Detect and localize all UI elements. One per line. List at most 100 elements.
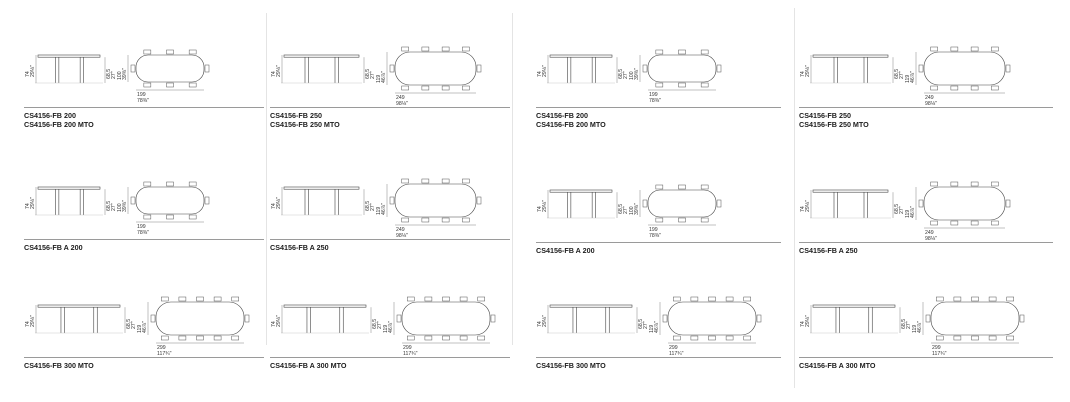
chair-icon [204, 64, 210, 73]
chair-icon [678, 82, 686, 88]
chair-icon [161, 335, 169, 341]
depth-value: 119 [376, 75, 382, 83]
depth-value: 119 [905, 75, 911, 83]
length-value: 299 [403, 345, 412, 351]
table-top-outline [135, 186, 205, 215]
table-top-outline [667, 301, 757, 336]
height-value: 74 [25, 71, 31, 77]
length-value: 299 [669, 345, 678, 351]
model-code-line: CS4156-FB A 200 [24, 243, 83, 252]
knee-height-inch-value: 27" [906, 321, 912, 329]
chair-icon [673, 335, 681, 341]
chair-icon [708, 296, 716, 302]
row-separator [799, 357, 1053, 358]
chair-icon [930, 85, 938, 91]
chair-icon [1005, 199, 1011, 208]
knee-height-inch-value: 27" [623, 71, 629, 79]
length-value: 199 [137, 92, 146, 98]
chair-icon [178, 296, 187, 302]
model-code-line: CS4156-FB A 200 [536, 246, 595, 255]
chair-icon [936, 335, 944, 341]
model-code: CS4156-FB A 200 [24, 243, 83, 253]
depth-inch-value: 39⅜" [634, 68, 640, 80]
knee-height-inch-value: 27" [131, 321, 137, 329]
length-value: 249 [396, 227, 405, 233]
table-top-outline [647, 54, 717, 83]
height-value: 74 [25, 321, 31, 327]
chair-icon [930, 220, 938, 226]
depth-value: 119 [905, 210, 911, 218]
knee-height-inch-value: 27" [370, 71, 376, 79]
knee-height-inch-value: 27" [111, 71, 117, 79]
depth-inch-value: 46⅞" [917, 321, 923, 333]
depth-value: 119 [912, 325, 918, 333]
model-code-line: CS4156-FB 200 MTO [536, 119, 606, 129]
length-value: 249 [925, 230, 934, 236]
height-inch-value: 29⅛" [30, 197, 36, 209]
knee-height-value: 68,5 [106, 201, 112, 211]
depth-value: 119 [383, 325, 389, 333]
chair-icon [396, 314, 402, 323]
chair-icon [678, 49, 686, 55]
depth-value: 100 [629, 71, 635, 80]
length-inch-value: 98⅛" [925, 236, 937, 242]
model-code: CS4156-FB A 250 [270, 243, 329, 253]
length-inch-value: 78⅜" [137, 98, 149, 104]
panel-divider [512, 13, 513, 345]
height-inch-value: 29⅛" [30, 315, 36, 327]
length-value: 199 [137, 224, 146, 230]
chair-icon [930, 181, 938, 187]
chair-icon [991, 181, 999, 187]
chair-icon [970, 46, 979, 52]
chair-icon [477, 335, 485, 341]
length-inch-value: 78⅜" [649, 98, 661, 104]
chair-icon [401, 85, 409, 91]
chair-icon [213, 296, 222, 302]
model-code: CS4156-FB 300 MTO [536, 361, 606, 371]
row-separator [799, 107, 1053, 108]
length-inch-value: 117¾" [932, 351, 947, 357]
chair-icon [459, 335, 468, 341]
chair-icon [462, 46, 470, 52]
length-value: 199 [649, 92, 658, 98]
model-code: CS4156-FB A 300 MTO [799, 361, 875, 371]
model-code-line: CS4156-FB 250 MTO [799, 119, 869, 129]
depth-inch-value: 46⅞" [654, 321, 660, 333]
chair-icon [196, 335, 204, 341]
row-separator [24, 107, 264, 108]
height-inch-value: 29⅛" [542, 315, 548, 327]
knee-height-value: 68,5 [894, 69, 900, 79]
height-inch-value: 29⅛" [276, 315, 282, 327]
chair-icon [690, 335, 699, 341]
chair-icon [476, 64, 482, 73]
knee-height-inch-value: 27" [370, 203, 376, 211]
knee-height-value: 68,5 [894, 204, 900, 214]
knee-height-inch-value: 27" [377, 321, 383, 329]
chair-icon [743, 296, 751, 302]
chair-icon [161, 296, 169, 302]
chair-icon [401, 178, 409, 184]
chair-icon [130, 196, 136, 205]
chair-icon [401, 217, 409, 223]
